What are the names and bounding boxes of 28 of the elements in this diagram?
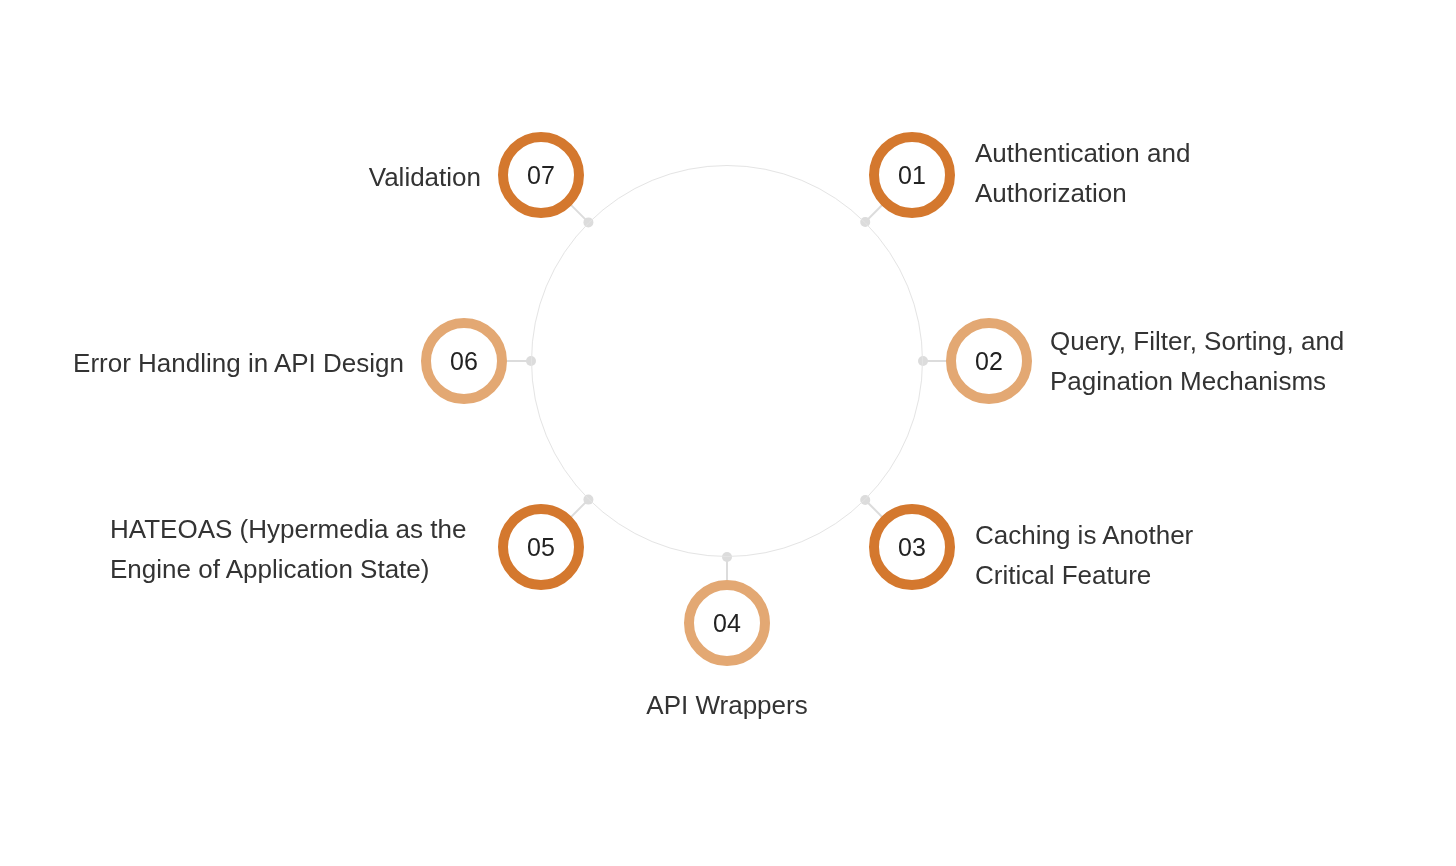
connector-line <box>506 356 536 366</box>
number-ring <box>869 504 955 590</box>
number-ring <box>684 580 770 666</box>
step-label: Authentication and Authorization <box>975 137 1192 210</box>
connector-line <box>860 204 883 228</box>
step-number: 05 <box>527 532 555 562</box>
step-number: 04 <box>713 608 741 638</box>
connector-line <box>860 494 883 518</box>
step-label: Caching is Another Critical Feature <box>975 519 1195 592</box>
step-number: 01 <box>898 160 926 190</box>
step-label: API Wrappers <box>645 689 809 722</box>
number-ring <box>869 132 955 218</box>
connector-line <box>722 552 732 581</box>
number-ring <box>946 318 1032 404</box>
step-number: 02 <box>975 346 1003 376</box>
number-ring <box>498 504 584 590</box>
number-ring <box>421 318 507 404</box>
connector-line <box>918 356 947 366</box>
step-number: 03 <box>898 532 926 562</box>
step-number: 06 <box>450 346 478 376</box>
connector-line <box>570 204 594 228</box>
step-label: Validation <box>367 161 481 194</box>
step-label: HATEOAS (Hypermedia as the Engine of Application State) <box>110 513 468 586</box>
number-ring <box>498 132 584 218</box>
step-label: Error Handling in API Design <box>72 347 404 380</box>
step-label: Query, Filter, Sorting, and Pagination Mechanisms <box>1050 325 1346 398</box>
connector-line <box>570 494 594 518</box>
step-number: 07 <box>527 160 555 190</box>
